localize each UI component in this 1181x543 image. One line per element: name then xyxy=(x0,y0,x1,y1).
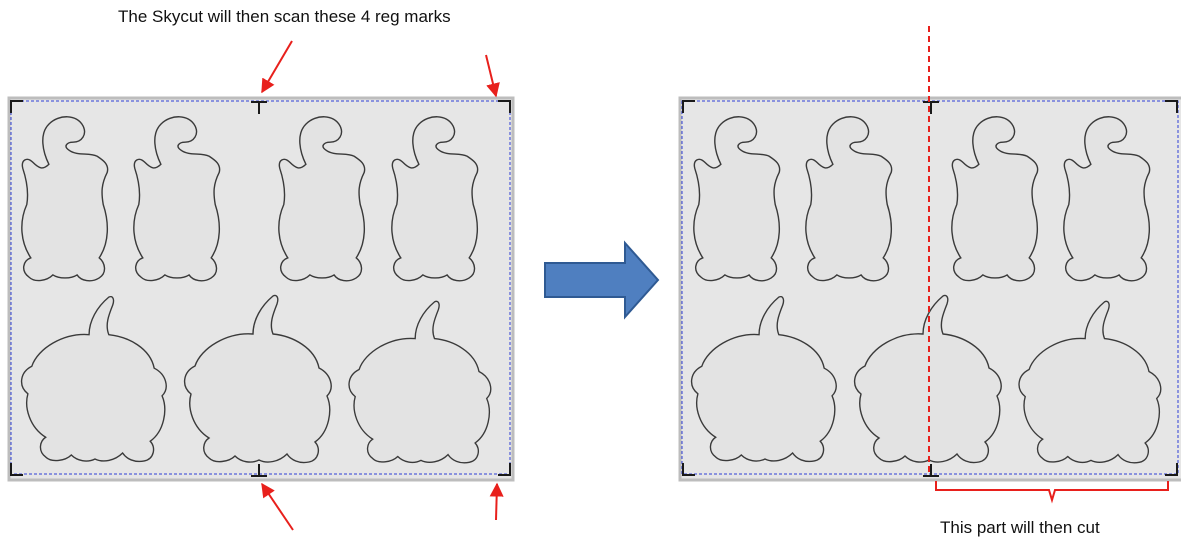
panel-after xyxy=(680,98,1181,480)
right-arrow-icon xyxy=(545,243,658,317)
arrow-to-bottom-right xyxy=(496,484,497,520)
arrow-to-top-middle xyxy=(262,41,292,92)
cut-part-bracket xyxy=(936,481,1168,500)
panel-before xyxy=(9,98,513,480)
arrow-to-bottom-middle xyxy=(262,484,293,530)
arrow-to-top-right xyxy=(486,55,496,96)
